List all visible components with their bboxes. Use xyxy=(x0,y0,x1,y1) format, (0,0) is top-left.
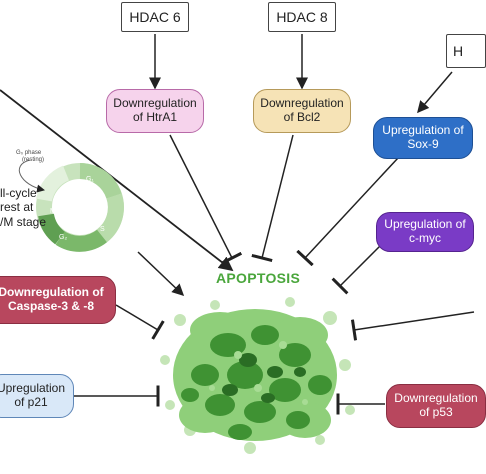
hdac8-box: HDAC 8 xyxy=(268,2,336,32)
inhibit-htra1 xyxy=(169,134,243,265)
p53-downregulation-box: Downregulation of p53 xyxy=(386,384,486,428)
cmyc-upregulation-box: Upregulation of c-myc xyxy=(376,212,474,252)
arrow-hdac-right-sox9 xyxy=(417,71,453,114)
sox9-upregulation-box: Upregulation of Sox-9 xyxy=(373,117,473,159)
hdac6-box: HDAC 6 xyxy=(121,2,189,32)
arrow-top-left-apoptosis xyxy=(0,89,234,272)
caspase-downregulation-box: Downregulation of Caspase-3 & -8 xyxy=(0,276,116,324)
bcl2-downregulation-box: Downregulation of Bcl2 xyxy=(253,89,351,133)
inhibit-sox9 xyxy=(296,157,399,267)
cell-cycle-caption: ll-cycle rest at /M stage xyxy=(0,186,47,229)
apoptotic-cell-cluster xyxy=(160,297,355,454)
htra1-downregulation-box: Downregulation of HtrA1 xyxy=(106,89,204,133)
inhibit-caspase xyxy=(115,304,165,340)
inhibit-cmyc xyxy=(331,239,387,295)
g0-loop xyxy=(18,159,45,193)
inhibit-right-bottom xyxy=(350,311,475,341)
p21-upregulation-box: Upregulation of p21 xyxy=(0,374,74,418)
hdac-right-box: H xyxy=(446,34,486,68)
m-label: M xyxy=(50,208,56,215)
arrow-cellcycle-apoptosis xyxy=(137,251,185,297)
inhibit-bcl2 xyxy=(251,134,294,263)
diagram-canvas xyxy=(0,34,475,454)
g0-phase-label: G₀ phase (resting) xyxy=(16,150,45,163)
g1-label: G₁ xyxy=(86,176,94,183)
s-label: S xyxy=(100,226,105,233)
apoptosis-label: APOPTOSIS xyxy=(216,270,301,286)
g2-label: G₂ xyxy=(59,234,68,241)
cell-cycle-diagram xyxy=(18,159,124,252)
